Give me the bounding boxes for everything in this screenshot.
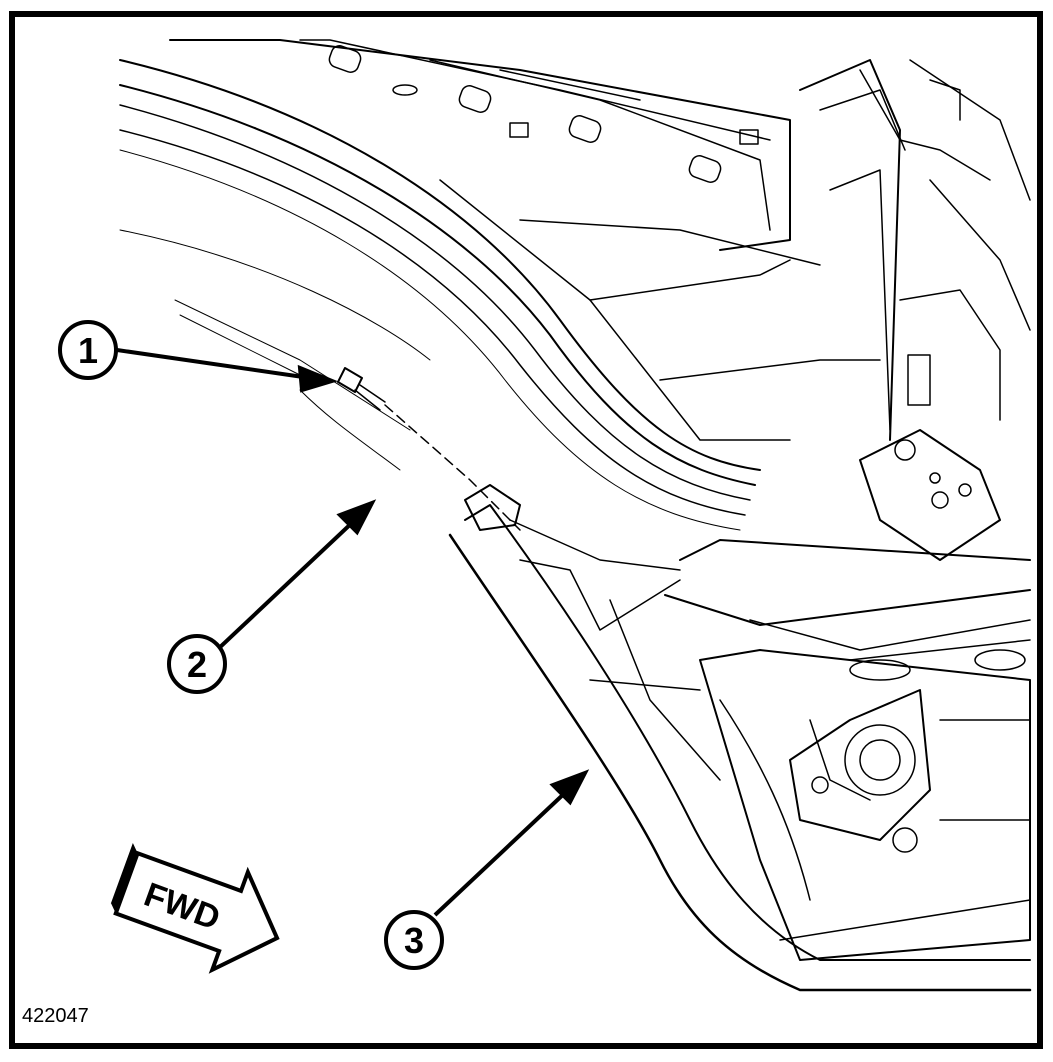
figure-id: 422047 [22,1005,89,1027]
callout-3: 3 [384,910,444,970]
callout-2: 2 [167,634,227,694]
vehicle-linework [119,39,1032,992]
callout-1-label: 1 [78,330,98,371]
leader-arrows [116,348,590,917]
callout-3-label: 3 [404,920,424,961]
callout-2-label: 2 [187,644,207,685]
callout-1: 1 [58,320,118,380]
forward-direction-arrow-icon: FWD [110,842,280,974]
